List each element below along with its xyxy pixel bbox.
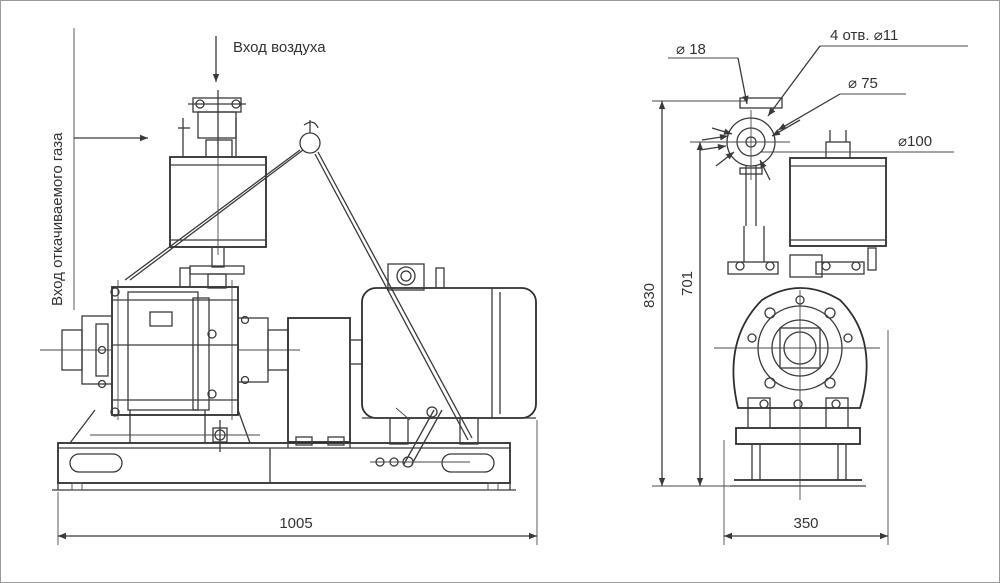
air-inlet-label: Вход воздуха (233, 39, 326, 56)
callout-leaders (668, 45, 968, 181)
coupling-guard (287, 317, 363, 448)
gas-inlet-label: Вход откачиваемого газа (49, 132, 66, 306)
drain-valve (212, 420, 228, 452)
side-base (730, 397, 866, 487)
right-bearing (237, 315, 300, 385)
holes-label: 4 отв. ⌀11 (830, 27, 898, 44)
side-separator (789, 130, 887, 247)
length-dimension (57, 420, 538, 545)
base-frame (52, 442, 516, 491)
pump-body (97, 280, 239, 420)
d75-label: ⌀ 75 (848, 75, 878, 92)
electric-motor (361, 263, 537, 445)
height-axis-label: 701 (679, 271, 696, 296)
air-valve (178, 90, 246, 158)
pump-end-cover (714, 287, 880, 500)
width-dimension (723, 330, 889, 545)
width-dim-label: 350 (793, 515, 818, 532)
separator-tank (169, 150, 267, 289)
height-total-label: 830 (641, 283, 658, 308)
d18-label: ⌀ 18 (676, 41, 706, 58)
side-piping (727, 226, 877, 278)
left-bearing (40, 315, 113, 385)
front-view: Вход воздуха Вход откачиваемого газа (40, 28, 538, 545)
side-inlet-flange (720, 97, 790, 226)
d100-label: ⌀100 (898, 133, 932, 150)
length-dim-label: 1005 (279, 515, 312, 532)
side-view: 830 701 350 (641, 27, 968, 545)
gas-inlet-arrow (73, 28, 148, 310)
lifting-hook (124, 120, 473, 441)
tension-link (370, 406, 470, 468)
